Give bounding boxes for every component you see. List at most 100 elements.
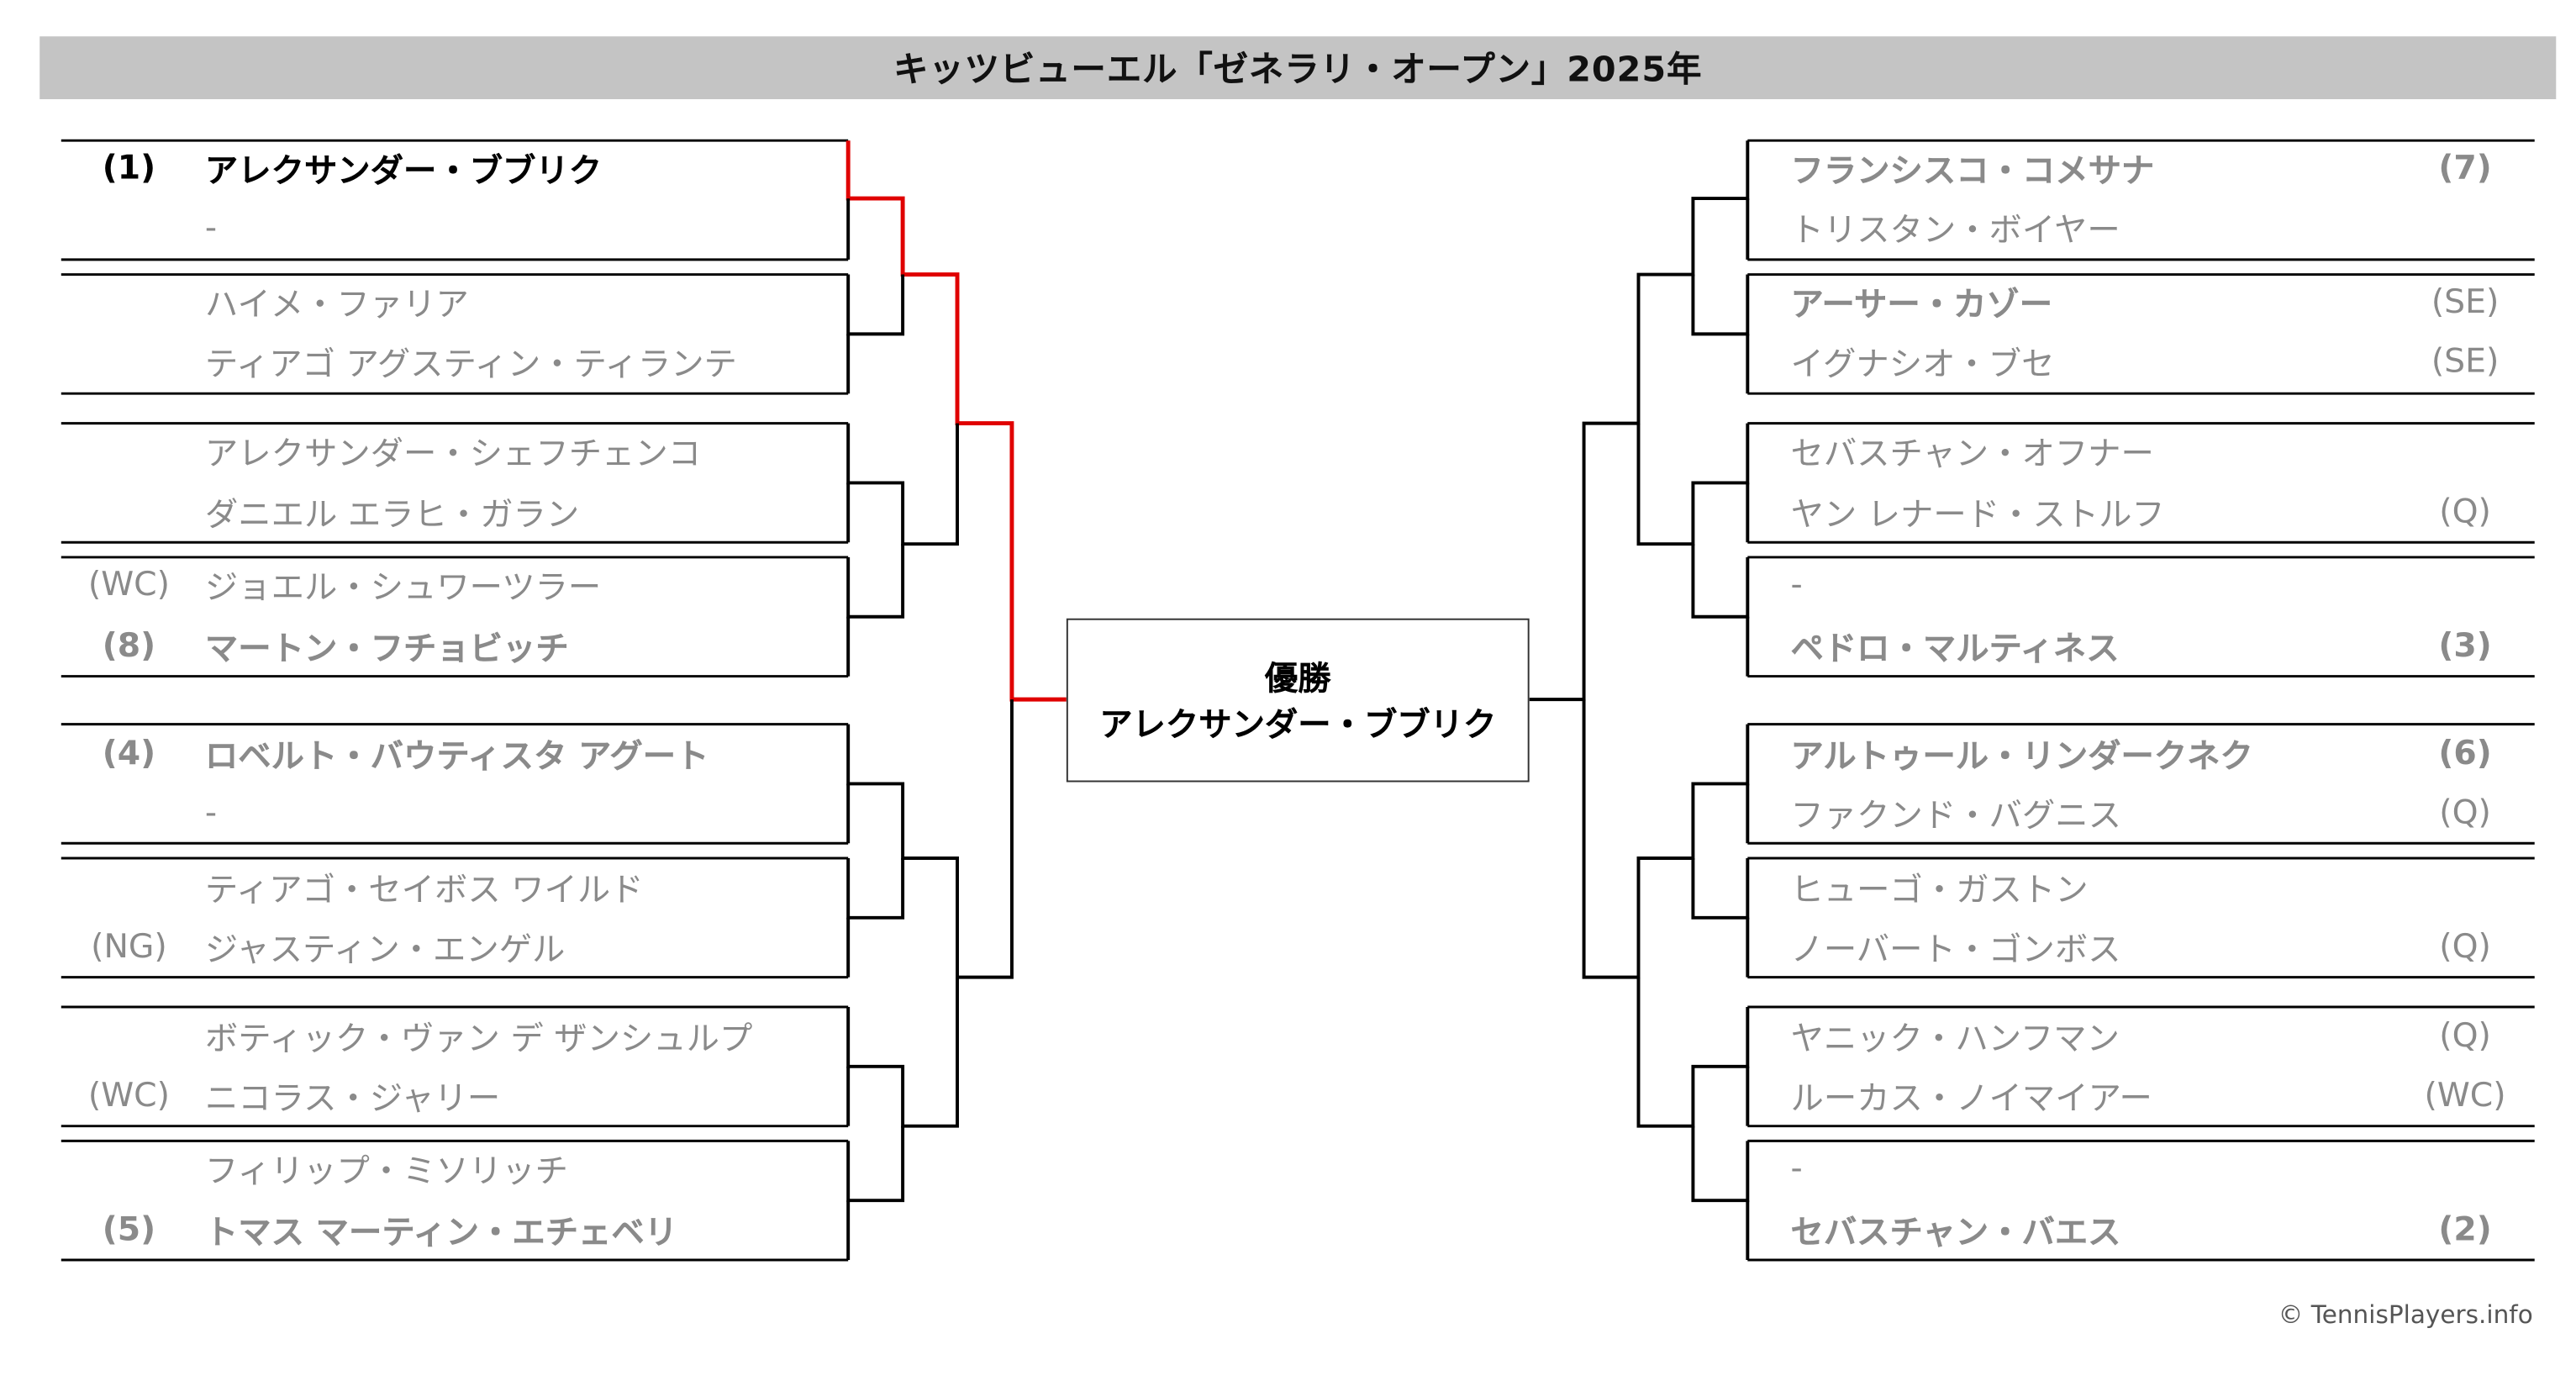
right-player-row: (SE) イグナシオ・ブセ <box>1747 330 2534 390</box>
left-r1-connector <box>846 423 959 546</box>
player-name: - <box>1790 1147 1803 1188</box>
left-r1-connector <box>846 544 905 619</box>
player-name: トリスタン・ボイヤー <box>1790 208 2120 250</box>
winner-path <box>845 140 1067 702</box>
right-player-row: (Q) ヤニック・ハンフマン <box>1747 1005 2534 1065</box>
right-player-row: (7) フランシスコ・コメサナ <box>1747 137 2534 197</box>
player-name: アーサー・カゾー <box>1790 283 2053 324</box>
left-r1-connector <box>846 274 905 336</box>
player-name: ルーカス・ノイマイアー <box>1790 1077 2152 1117</box>
player-seed: (3) <box>2438 625 2492 665</box>
right-r1-connector <box>1691 544 1750 619</box>
left-player-row: (WC) ジョエル・シュワーツラー <box>61 554 848 614</box>
player-name: イグナシオ・ブセ <box>1790 343 2055 383</box>
player-seed: (WC) <box>2424 1074 2506 1115</box>
copyright-text: © TennisPlayers.info <box>2278 1299 2533 1330</box>
player-name: フィリップ・ミソリッチ <box>204 1150 568 1190</box>
right-player-row: (SE) アーサー・カゾー <box>1747 271 2534 331</box>
player-name: ヒューゴ・ガストン <box>1790 868 2089 909</box>
player-seed: (WC) <box>87 1074 170 1115</box>
right-r3-connector <box>1529 140 1750 702</box>
player-name: トマス マーティン・エチェベリ <box>204 1210 678 1252</box>
player-name: ロベルト・バウティスタ アグート <box>204 735 709 775</box>
left-player-row: (5) トマス マーティン・エチェベリ <box>61 1199 848 1258</box>
player-seed: (4) <box>102 732 156 772</box>
player-name: ティアゴ・セイボス ワイルド <box>204 868 644 909</box>
player-seed: (NG) <box>91 925 167 966</box>
left-player-row: ダニエル エラヒ・ガラン <box>61 481 848 540</box>
left-player-row: フィリップ・ミソリッチ <box>61 1137 848 1197</box>
player-seed: (Q) <box>2439 792 2491 832</box>
player-name: ヤニック・ハンフマン <box>1790 1017 2120 1058</box>
player-seed: (1) <box>102 147 156 187</box>
right-player-row: セバスチャン・オフナー <box>1747 420 2534 480</box>
player-seed: (8) <box>102 625 156 665</box>
player-name: アルトゥール・リンダークネク <box>1790 735 2253 775</box>
right-player-row: (WC) ルーカス・ノイマイアー <box>1747 1065 2534 1125</box>
right-player-row: ヒューゴ・ガストン <box>1747 857 2534 916</box>
player-name: ペドロ・マルティネス <box>1790 627 2120 667</box>
left-player-row: (1) アレクサンダー・ブブリク <box>61 137 848 197</box>
left-r1-connector <box>846 857 905 920</box>
player-name: セバスチャン・バエス <box>1790 1210 2121 1252</box>
player-seed: (5) <box>102 1209 156 1249</box>
title-bar: キッツビューエル「ゼネラリ・オープン」2025年 <box>40 36 2557 100</box>
right-player-row: (Q) ノーバート・ゴンボス <box>1747 916 2534 976</box>
left-player-row: - <box>61 197 848 256</box>
left-player-row: (WC) ニコラス・ジャリー <box>61 1065 848 1125</box>
right-r1-connector <box>1636 423 1750 546</box>
right-player-row: トリスタン・ボイヤー <box>1747 197 2534 256</box>
player-seed: (2) <box>2438 1209 2492 1249</box>
right-player-row: (3) ペドロ・マルティネス <box>1747 615 2534 675</box>
player-name: - <box>204 206 218 247</box>
player-name: - <box>1790 563 1803 604</box>
player-seed: (SE) <box>2431 340 2500 381</box>
left-player-row: - <box>61 782 848 841</box>
left-player-row: ハイメ・ファリア <box>61 271 848 331</box>
player-seed: (SE) <box>2431 281 2500 321</box>
player-seed: (7) <box>2438 147 2492 187</box>
right-r1-connector <box>1691 274 1750 336</box>
right-r2-connector <box>1582 699 1750 979</box>
player-name: ニコラス・ジャリー <box>204 1077 501 1117</box>
left-r1-connector <box>846 977 959 1128</box>
left-player-row: ティアゴ・セイボス ワイルド <box>61 857 848 916</box>
right-player-row: (2) セバスチャン・バエス <box>1747 1199 2534 1258</box>
player-seed: (WC) <box>87 563 170 604</box>
left-player-row: ボティック・ヴァン デ ザンシュルプ <box>61 1005 848 1065</box>
left-player-row: (NG) ジャスティン・エンゲル <box>61 916 848 976</box>
player-name: ボティック・ヴァン デ ザンシュルプ <box>204 1017 753 1058</box>
right-r1-connector <box>1691 857 1750 920</box>
right-player-row: (Q) ファクンド・バグニス <box>1747 782 2534 841</box>
player-seed: (Q) <box>2439 491 2491 531</box>
player-name: ジャスティン・エンゲル <box>204 928 566 968</box>
player-name: ティアゴ アグスティン・ティランテ <box>204 343 737 383</box>
right-player-row: (Q) ヤン レナード・ストルフ <box>1747 481 2534 540</box>
player-name: - <box>204 792 218 832</box>
left-player-row: (4) ロベルト・バウティスタ アグート <box>61 723 848 783</box>
right-player-row: - <box>1747 1137 2534 1197</box>
player-seed: (Q) <box>2439 1015 2491 1056</box>
player-seed: (Q) <box>2439 925 2491 966</box>
left-player-row: ティアゴ アグスティン・ティランテ <box>61 330 848 390</box>
player-name: ジョエル・シュワーツラー <box>204 566 602 606</box>
champion-box: 優勝 アレクサンダー・ブブリク <box>1066 618 1530 783</box>
player-name: セバスチャン・オフナー <box>1790 432 2154 472</box>
right-player-row: (6)アルトゥール・リンダークネク <box>1747 723 2534 783</box>
champion-label: 優勝 <box>1264 656 1331 698</box>
left-player-row: (8) マートン・フチョビッチ <box>61 615 848 675</box>
player-name: アレクサンダー・シェフチェンコ <box>204 432 702 472</box>
left-player-row: アレクサンダー・シェフチェンコ <box>61 420 848 480</box>
player-name: マートン・フチョビッチ <box>204 627 569 667</box>
player-name: ダニエル エラヒ・ガラン <box>204 493 580 534</box>
player-name: ヤン レナード・ストルフ <box>1790 493 2165 534</box>
player-name: ノーバート・ゴンボス <box>1790 928 2121 968</box>
champion-name: アレクサンダー・ブブリク <box>1099 704 1497 744</box>
player-name: フランシスコ・コメサナ <box>1790 150 2155 190</box>
player-name: アレクサンダー・ブブリク <box>204 150 603 190</box>
left-r1-connector <box>846 1125 905 1203</box>
player-name: ファクンド・バグニス <box>1790 794 2121 835</box>
right-r1-connector <box>1691 1125 1750 1203</box>
